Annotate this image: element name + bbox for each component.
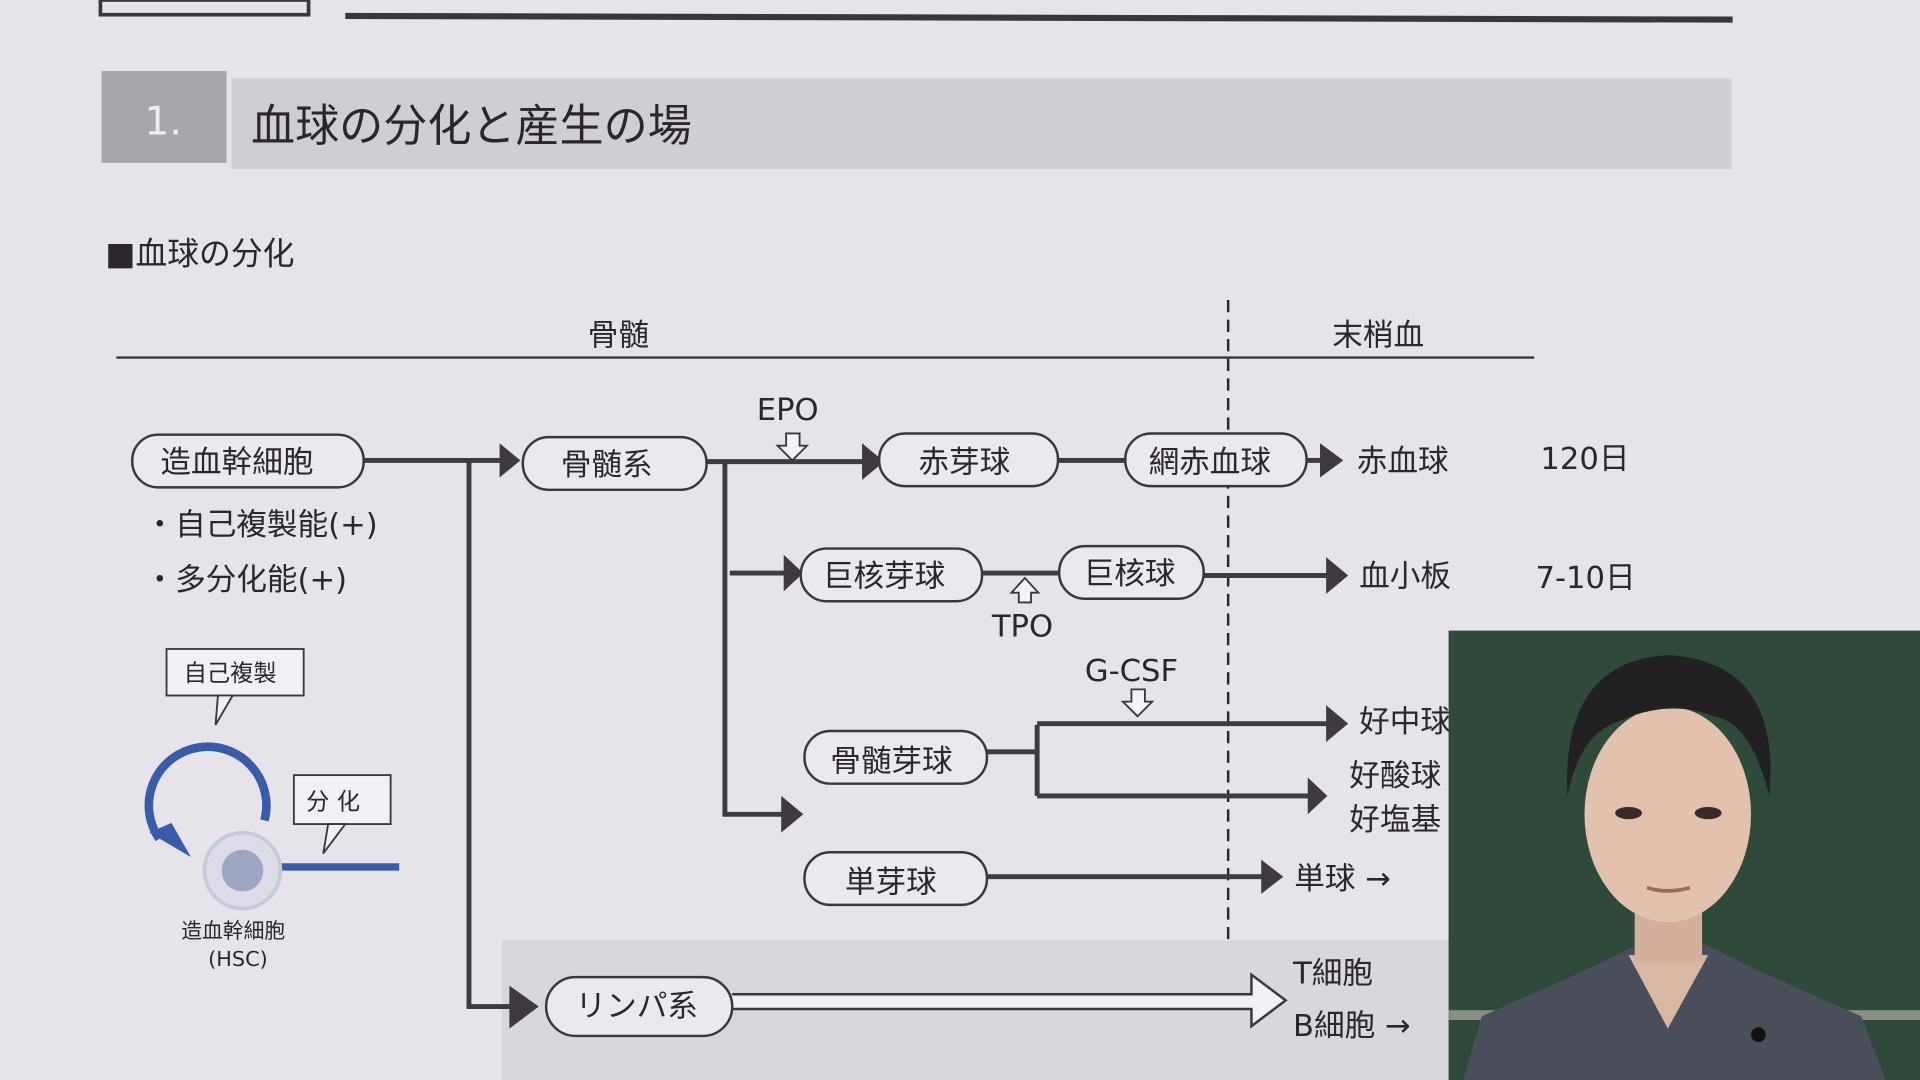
section-number: 1. <box>144 100 181 145</box>
output-platelet-lifespan: 7-10日 <box>1536 561 1636 596</box>
svg-text:造血幹細胞: 造血幹細胞 <box>160 446 313 481</box>
svg-text:巨核芽球: 巨核芽球 <box>823 560 945 595</box>
label-differentiation: 分 化 <box>306 788 360 815</box>
output-platelet: 血小板 <box>1359 560 1451 595</box>
svg-text:網赤血球: 網赤血球 <box>1149 446 1271 481</box>
factor-arrows <box>775 432 1155 718</box>
node-myeloblast: 骨髄芽球 <box>803 729 989 785</box>
top-rule <box>345 12 1733 23</box>
hsc-illustration: 自己複製 分 化 造血幹細胞 (HSC) <box>144 648 400 971</box>
output-b-cell: B細胞 → <box>1293 1009 1411 1044</box>
presenter-video <box>1448 630 1920 1080</box>
label-cell-abbr: (HSC) <box>208 947 268 971</box>
output-t-cell: T細胞 <box>1292 956 1373 991</box>
connectors <box>363 443 1349 1029</box>
section-title: 血球の分化と産生の場 <box>251 101 692 152</box>
output-basophil: 好塩基 <box>1349 803 1441 838</box>
node-erythroblast: 赤芽球 <box>877 432 1060 488</box>
factor-epo: EPO <box>757 393 819 428</box>
svg-text:巨核球: 巨核球 <box>1084 557 1176 592</box>
output-neutrophil: 好中球 <box>1359 705 1451 740</box>
property-multipotency: ・多分化能(+) <box>144 563 347 598</box>
presenter-hair <box>1567 655 1771 796</box>
section-number-box <box>101 71 227 163</box>
output-rbc: 赤血球 <box>1357 444 1449 479</box>
svg-text:赤芽球: 赤芽球 <box>918 446 1010 481</box>
node-monoblast: 単芽球 <box>803 851 989 907</box>
svg-text:骨髄系: 骨髄系 <box>561 448 653 483</box>
region-marrow: 骨髄 <box>588 318 649 353</box>
self-renewal-arrow-icon <box>144 742 271 842</box>
top-box <box>98 0 311 17</box>
output-rbc-lifespan: 120日 <box>1540 442 1629 477</box>
output-monocyte: 単球 → <box>1294 862 1391 897</box>
svg-text:骨髄芽球: 骨髄芽球 <box>830 744 952 779</box>
node-myeloid: 骨髄系 <box>521 435 708 492</box>
node-lymphoid: リンパ系 <box>544 975 734 1038</box>
section-title-bar <box>231 78 1732 169</box>
subsection-title: ■血球の分化 <box>105 234 294 272</box>
output-eosinophil: 好酸球 <box>1349 759 1441 794</box>
factor-tpo: TPO <box>991 610 1053 645</box>
presenter-face <box>1584 706 1752 923</box>
svg-text:単芽球: 単芽球 <box>845 866 937 901</box>
node-reticulocyte: 網赤血球 <box>1124 432 1308 488</box>
factor-gcsf: G-CSF <box>1085 654 1178 689</box>
node-megakaryoblast: 巨核芽球 <box>799 547 984 603</box>
svg-text:リンパ系: リンパ系 <box>576 989 698 1024</box>
property-self-renewal: ・自己複製能(+) <box>144 508 377 543</box>
label-self-renewal: 自己複製 <box>184 660 277 687</box>
node-hsc: 造血幹細胞 <box>131 433 365 489</box>
label-cell: 造血幹細胞 <box>181 919 285 943</box>
region-peripheral: 末梢血 <box>1332 318 1424 353</box>
node-megakaryocyte: 巨核球 <box>1057 544 1205 600</box>
